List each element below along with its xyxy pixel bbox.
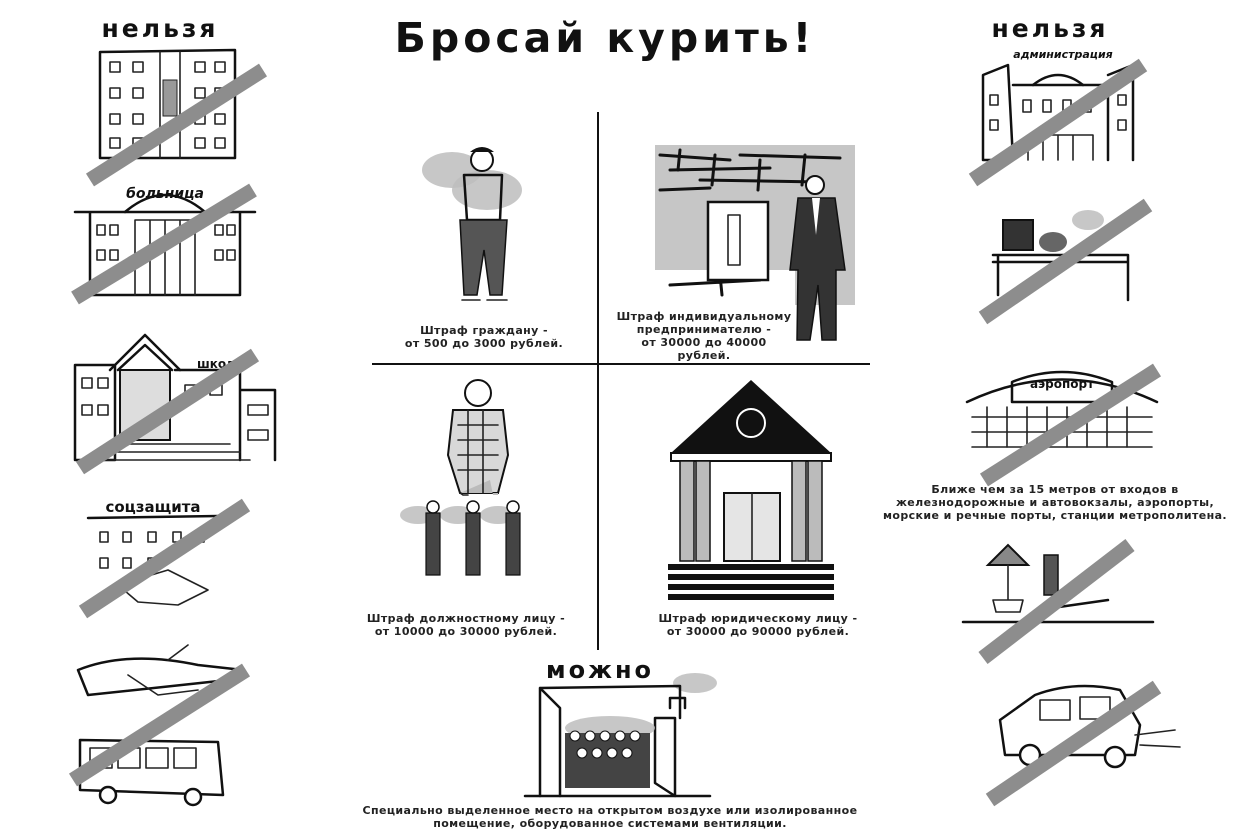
left-forbidden-heading: нельзя — [101, 14, 219, 43]
caption-line: Штраф индивидуальномy — [616, 310, 792, 323]
ban-stripe — [68, 663, 251, 787]
entrepreneur-fine-caption: Штраф индивидуальномy предпринимателю - … — [604, 310, 804, 362]
citizen-fine-caption: Штраф гражданy - от 500 до 3000 рублей. — [374, 324, 594, 350]
caption-line: от 10000 до 30000 рублей. — [374, 625, 558, 638]
residential-building-drawing — [85, 48, 268, 187]
caption-line: Штраф юридическомy лицу - — [658, 612, 858, 625]
school-drawing: школа — [73, 333, 277, 475]
stations-note-line: морские и речные порты, станции метропол… — [883, 509, 1227, 522]
caption-line: Штраф должностномy лицу - — [366, 612, 566, 625]
social-protection-drawing: соцзащита — [78, 498, 251, 619]
ban-stripe — [978, 198, 1153, 325]
entrepreneur-drawing — [655, 145, 855, 341]
transport-drawing — [68, 644, 251, 807]
stations-note-line: Ближе чем за 15 метров от входов в — [931, 483, 1179, 496]
allowed-note-line: помещение, оборудованное системами венти… — [433, 817, 787, 830]
caption-line: от 30000 до 40000 — [641, 336, 767, 349]
poster-title: Бросай курить! — [394, 14, 816, 62]
ban-stripe — [71, 183, 257, 305]
caption-line: от 500 до 3000 рублей. — [404, 337, 564, 350]
official-fine-caption: Штраф должностномy лицу - от 10000 до 30… — [356, 612, 576, 638]
citizen-smoker-drawing — [422, 147, 522, 301]
ban-stripe — [85, 63, 268, 187]
ban-stripe — [75, 348, 260, 475]
allowed-note-line: Специально выделенное место на открытом … — [362, 804, 858, 817]
stations-note-line: железнодорожные и автовокзалы, аэропорты… — [895, 496, 1215, 509]
official-drawing — [400, 379, 521, 576]
allowed-note: Специально выделенное место на открытом … — [330, 804, 890, 830]
ban-stripe — [978, 539, 1135, 664]
social-label: соцзащита — [105, 498, 200, 516]
ban-stripe — [968, 58, 1148, 187]
legal-entity-building-drawing — [668, 380, 834, 600]
caption-line: от 30000 до 90000 рублей. — [666, 625, 850, 638]
stations-note: Ближе чем за 15 метров от входов в желез… — [880, 483, 1230, 522]
hospital-drawing: больница — [71, 183, 257, 305]
playground-drawing — [961, 539, 1155, 664]
right-forbidden-heading: нельзя — [991, 14, 1109, 43]
office-desk-drawing — [978, 198, 1153, 325]
airport-drawing: аэропорт — [965, 363, 1162, 487]
hospital-label: больница — [126, 186, 204, 202]
airport-label: аэропорт — [1030, 377, 1094, 391]
allowed-heading: можно — [545, 656, 655, 684]
ban-stripe — [985, 680, 1162, 807]
administration-label: администрация — [1013, 48, 1112, 61]
legal-entity-fine-caption: Штраф юридическомy лицу - от 30000 до 90… — [648, 612, 868, 638]
administration-drawing: администрация — [968, 48, 1148, 187]
caption-line: рублей. — [677, 349, 731, 362]
smoking-room-drawing — [523, 673, 717, 798]
ban-stripe — [78, 498, 251, 619]
caption-line: Штраф гражданy - — [420, 324, 548, 337]
car-drawing — [985, 680, 1181, 807]
caption-line: предпринимателю - — [636, 323, 772, 336]
ban-stripe — [979, 363, 1162, 487]
